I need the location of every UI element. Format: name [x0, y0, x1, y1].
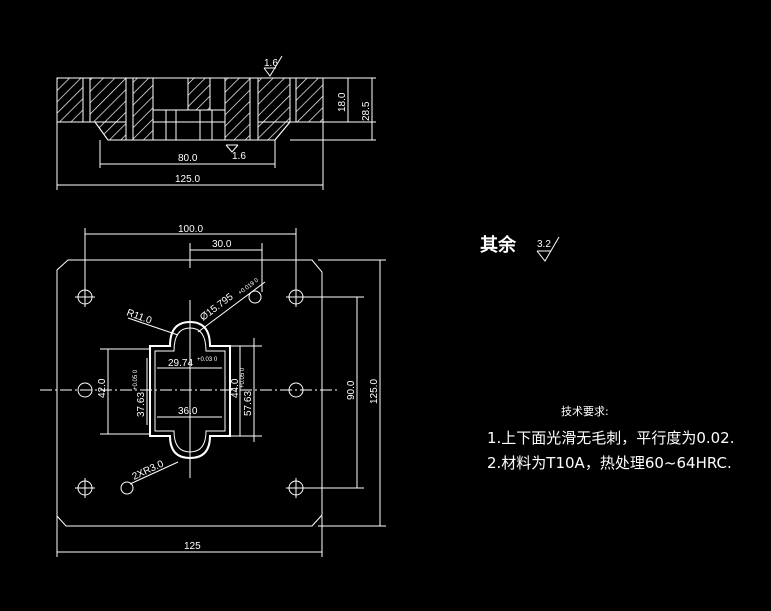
plan-pin-hole-dia: Ø15.795 — [198, 291, 236, 323]
plan-view: 100.0 30.0 42.0 37.63 +0.05 0 — [40, 224, 386, 557]
plan-fillet-radius: R11.0 — [125, 307, 154, 326]
tech-req-item-1: 1.上下面光滑无毛刺，平行度为0.02. — [487, 429, 734, 447]
plan-top-offset: 30.0 — [212, 239, 232, 250]
plan-hole-spacing-v: 90.0 — [346, 380, 357, 400]
section-width-total: 125.0 — [175, 174, 200, 185]
section-height-inner: 18.0 — [337, 92, 348, 112]
plan-height-a-tol: +0.05 0 — [133, 369, 139, 390]
surface-finish-value: 3.2 — [537, 239, 551, 250]
section-width-inner: 80.0 — [178, 153, 198, 164]
plan-top-width: 100.0 — [178, 224, 203, 235]
section-height-total: 28.5 — [361, 101, 372, 121]
plan-width-mid: 36.0 — [178, 406, 198, 417]
surface-finish-label: 其余 — [480, 234, 517, 256]
surface-finish-note: 其余 3.2 — [480, 234, 560, 262]
plan-height-b-tol: +0.05 0 — [240, 367, 246, 388]
plan-right-height: 44.0 — [230, 378, 241, 398]
plan-width-inner-tol: +0.03 0 — [197, 357, 218, 363]
tech-req-item-2: 2.材料为T10A，热处理60~64HRC. — [487, 454, 732, 472]
plan-height-total: 125.0 — [369, 379, 380, 404]
plan-left-height: 42.0 — [97, 378, 108, 398]
plan-height-b: 57.63 — [243, 391, 254, 416]
tech-req-title: 技术要求: — [561, 405, 609, 418]
section-view: 1.6 18.0 28.5 80.0 1.6 125.0 — [56, 55, 376, 190]
plan-width-inner: 29.74 — [168, 358, 193, 369]
section-roughness-top: 1.6 — [264, 58, 278, 69]
technical-requirements: 技术要求: 1.上下面光滑无毛刺，平行度为0.02. 2.材料为T10A，热处理… — [487, 405, 734, 472]
section-roughness-bottom: 1.6 — [232, 151, 246, 162]
plan-corner-radius: 2XR3.0 — [131, 458, 166, 482]
plan-height-a: 37.63 — [136, 392, 147, 417]
plan-bottom-width: 125 — [184, 541, 201, 552]
